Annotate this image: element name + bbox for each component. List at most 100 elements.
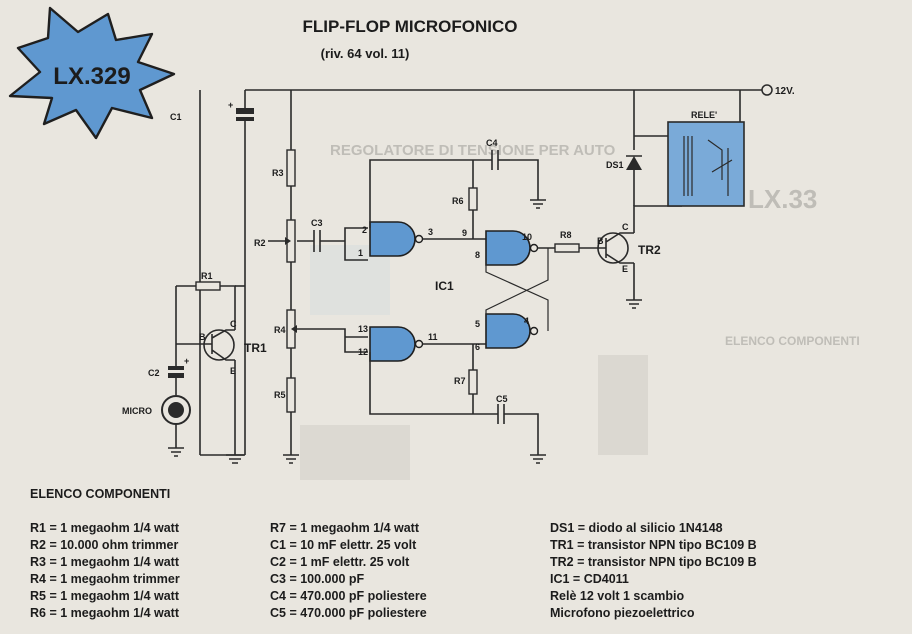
relay-label: RELE' (691, 110, 717, 120)
component-item: Microfono piezoelettrico (550, 606, 695, 620)
ghost-elenco: ELENCO COMPONENTI (725, 334, 860, 348)
wire (626, 155, 642, 206)
c1-capacitor (236, 117, 254, 121)
gate-1-bubble (414, 234, 424, 244)
c5-capacitor (497, 404, 505, 424)
gate-3-bubble (529, 243, 539, 253)
pin-1: 1 (358, 248, 363, 258)
supply-label: 12V. (775, 86, 795, 97)
ground-symbol (283, 454, 299, 464)
tr1-label: TR1 (244, 341, 267, 355)
gate-4-bubble (529, 326, 539, 336)
r4-label: R4 (274, 325, 286, 335)
component-item: TR1 = transistor NPN tipo BC109 B (550, 538, 757, 552)
wire (220, 285, 236, 330)
component-item: IC1 = CD4011 (550, 572, 629, 586)
r6-resistor (468, 187, 478, 211)
c2-capacitor (168, 373, 184, 378)
badge-text: LX.329 (53, 63, 130, 90)
ground-symbol (530, 454, 546, 464)
c4-label: C4 (486, 138, 498, 148)
c1-label: C1 (170, 112, 182, 122)
pin-2: 2 (362, 225, 367, 235)
component-item: R6 = 1 megaohm 1/4 watt (30, 606, 180, 620)
component-item: C2 = 1 mF elettr. 25 volt (270, 555, 410, 569)
r6-label: R6 (452, 196, 464, 206)
relay-coil (683, 136, 693, 196)
component-item: R5 = 1 megaohm 1/4 watt (30, 589, 180, 603)
component-item: Relè 12 volt 1 scambio (550, 589, 685, 603)
r5-label: R5 (274, 390, 286, 400)
r8-resistor (554, 243, 580, 253)
tr2-c: C (622, 222, 629, 232)
supply-terminal (761, 84, 773, 96)
wire (297, 328, 368, 353)
component-item: C4 = 470.000 pF poliestere (270, 589, 427, 603)
component-item: DS1 = diodo al silicio 1N4148 (550, 521, 723, 535)
ds1-diode (626, 156, 642, 170)
r3-resistor (286, 149, 296, 187)
diagram-title: FLIP-FLOP MICROFONICO (302, 17, 517, 36)
c2-plus: + (184, 356, 189, 366)
r2-label: R2 (254, 238, 266, 248)
pin-9: 9 (462, 228, 467, 238)
nand-gate-4 (485, 313, 531, 349)
c2-capacitor (168, 366, 184, 370)
relay-contacts (707, 139, 733, 196)
ground-symbol (226, 454, 244, 464)
micro-label: MICRO (122, 406, 152, 416)
component-item: R4 = 1 megaohm trimmer (30, 572, 180, 586)
lx-badge: LX.329 (8, 6, 176, 140)
r4-wiper-arrow (291, 325, 297, 333)
pin-10: 10 (522, 232, 532, 242)
pin-13: 13 (358, 324, 368, 334)
r1-resistor (195, 281, 221, 291)
component-item: R7 = 1 megaohm 1/4 watt (270, 521, 420, 535)
ghost-lx: LX.33 (748, 184, 817, 214)
microphone-capsule (168, 402, 184, 418)
bleed-through: REGOLATORE DI TENSIONE PER AUTO ELENCO C… (300, 142, 860, 480)
ghost-block (598, 355, 648, 455)
r5-resistor (286, 377, 296, 413)
gate-2-bubble (414, 339, 424, 349)
r7-resistor (468, 369, 478, 395)
diagram-subtitle: (riv. 64 vol. 11) (321, 46, 410, 61)
pin-4: 4 (524, 316, 529, 326)
components-title: ELENCO COMPONENTI (30, 487, 171, 501)
component-item: C5 = 470.000 pF poliestere (270, 606, 427, 620)
relay (667, 121, 745, 207)
pin-12: 12 (358, 347, 368, 357)
pin-6: 6 (475, 342, 480, 352)
component-item: TR2 = transistor NPN tipo BC109 B (550, 555, 757, 569)
r7-label: R7 (454, 376, 466, 386)
component-item: C3 = 100.000 pF (270, 572, 365, 586)
ic1-label: IC1 (435, 279, 454, 293)
nand-gate-1 (369, 221, 416, 257)
tr1-e: E (230, 366, 236, 376)
c5-label: C5 (496, 394, 508, 404)
wire (369, 159, 539, 228)
c2-label: C2 (148, 368, 160, 378)
tr2-e: E (622, 264, 628, 274)
c3-label: C3 (311, 218, 323, 228)
nand-gate-3 (485, 230, 531, 266)
pin-3: 3 (428, 227, 433, 237)
component-item: R3 = 1 megaohm 1/4 watt (30, 555, 180, 569)
ds1-label: DS1 (606, 160, 624, 170)
ghost-block (300, 425, 410, 480)
wire (633, 205, 682, 233)
tr1-b: B (199, 332, 206, 342)
tr1-leads (176, 329, 235, 361)
component-item: R1 = 1 megaohm 1/4 watt (30, 521, 180, 535)
r3-label: R3 (272, 168, 284, 178)
pin-11: 11 (428, 332, 438, 342)
tr2-label: TR2 (638, 243, 661, 257)
tr2-ground (626, 263, 642, 309)
ghost-heading: REGOLATORE DI TENSIONE PER AUTO (330, 142, 616, 159)
c1-capacitor (236, 108, 254, 114)
r1-label: R1 (201, 271, 213, 281)
cross-wire (485, 256, 549, 331)
component-item: R2 = 10.000 ohm trimmer (30, 538, 179, 552)
micro-ground (168, 424, 184, 457)
